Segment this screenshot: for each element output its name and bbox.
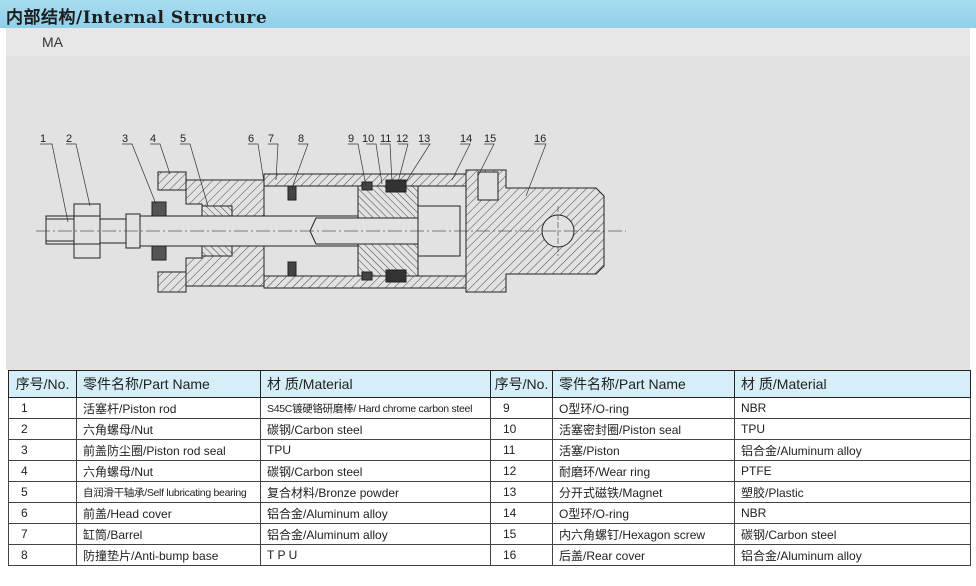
row-material: TPU bbox=[260, 439, 491, 461]
row-part: 六角螺母/Nut bbox=[76, 418, 261, 440]
row-material: 碳钢/Carbon steel bbox=[260, 418, 491, 440]
row-material: 铝合金/Aluminum alloy bbox=[734, 439, 971, 461]
table-row: 6 前盖/Head cover 铝合金/Aluminum alloy 14 O型… bbox=[8, 502, 971, 524]
table-row: 4 六角螺母/Nut 碳钢/Carbon steel 12 耐磨环/Wear r… bbox=[8, 460, 971, 482]
row-no: 7 bbox=[8, 523, 77, 545]
row-part: 前盖防尘圈/Piston rod seal bbox=[76, 439, 261, 461]
row-no: 14 bbox=[490, 502, 553, 524]
rear-cover bbox=[465, 169, 605, 293]
cylinder-diagram: 1 2 3 4 5 6 7 8 9 10 11 12 13 14 15 16 bbox=[6, 56, 970, 370]
callout-6: 6 bbox=[248, 133, 254, 145]
header-material-left: 材 质/Material bbox=[260, 370, 491, 398]
row-no: 6 bbox=[8, 502, 77, 524]
cylinder-cross-section: 1 2 3 4 5 6 7 8 9 10 11 12 13 14 15 16 bbox=[36, 133, 626, 293]
row-no: 10 bbox=[490, 418, 553, 440]
row-no: 3 bbox=[8, 439, 77, 461]
header-no-left: 序号/No. bbox=[8, 370, 77, 398]
row-no: 2 bbox=[8, 418, 77, 440]
row-part: 内六角螺钉/Hexagon screw bbox=[552, 523, 735, 545]
callout-12: 12 bbox=[396, 133, 408, 145]
row-material: 铝合金/Aluminum alloy bbox=[734, 544, 971, 566]
row-material: NBR bbox=[734, 502, 971, 524]
callout-1: 1 bbox=[40, 133, 46, 145]
table-header-row: 序号/No. 零件名称/Part Name 材 质/Material 序号/No… bbox=[8, 370, 971, 398]
row-part: 缸筒/Barrel bbox=[76, 523, 261, 545]
callout-11: 11 bbox=[380, 133, 391, 145]
row-material: 碳钢/Carbon steel bbox=[260, 460, 491, 482]
row-no: 1 bbox=[8, 397, 77, 419]
row-part: O型环/O-ring bbox=[552, 502, 735, 524]
header-part-right: 零件名称/Part Name bbox=[552, 370, 735, 398]
header-no-right: 序号/No. bbox=[490, 370, 553, 398]
row-no: 13 bbox=[490, 481, 553, 503]
row-part: 自润滑干轴承/Self lubricating bearing bbox=[76, 481, 261, 503]
row-no: 9 bbox=[490, 397, 553, 419]
row-part: 六角螺母/Nut bbox=[76, 460, 261, 482]
rod-thread bbox=[45, 215, 75, 245]
row-part: 耐磨环/Wear ring bbox=[552, 460, 735, 482]
page-title: 内部结构/Internal Structure bbox=[6, 8, 268, 28]
row-material: NBR bbox=[734, 397, 971, 419]
table-row: 3 前盖防尘圈/Piston rod seal TPU 11 活塞/Piston… bbox=[8, 439, 971, 461]
callout-5: 5 bbox=[180, 133, 186, 145]
callout-13: 13 bbox=[418, 133, 430, 145]
callout-7: 7 bbox=[268, 133, 274, 145]
header-material-right: 材 质/Material bbox=[734, 370, 971, 398]
row-material: 碳钢/Carbon steel bbox=[734, 523, 971, 545]
parts-table-wrap: 序号/No. 零件名称/Part Name 材 质/Material 序号/No… bbox=[8, 370, 971, 576]
row-no: 15 bbox=[490, 523, 553, 545]
callout-9: 9 bbox=[348, 133, 354, 145]
row-no: 12 bbox=[490, 460, 553, 482]
front-nut-top bbox=[157, 171, 187, 191]
row-material: TPU bbox=[734, 418, 971, 440]
row-material: T P U bbox=[260, 544, 491, 566]
row-no: 4 bbox=[8, 460, 77, 482]
callout-3: 3 bbox=[122, 133, 128, 145]
row-part: 前盖/Head cover bbox=[76, 502, 261, 524]
row-material: PTFE bbox=[734, 460, 971, 482]
row-no: 8 bbox=[8, 544, 77, 566]
row-part: 活塞密封圈/Piston seal bbox=[552, 418, 735, 440]
table-row: 5 自润滑干轴承/Self lubricating bearing 复合材料/B… bbox=[8, 481, 971, 503]
callout-10: 10 bbox=[362, 133, 374, 145]
model-band: MA bbox=[6, 28, 970, 56]
table-row: 1 活塞杆/Piston rod S45C镀硬铬研磨棒/ Hard chrome… bbox=[8, 397, 971, 419]
row-part: 后盖/Rear cover bbox=[552, 544, 735, 566]
table-row: 8 防撞垫片/Anti-bump base T P U 16 后盖/Rear c… bbox=[8, 544, 971, 566]
row-material: 塑胶/Plastic bbox=[734, 481, 971, 503]
row-part: O型环/O-ring bbox=[552, 397, 735, 419]
callout-4: 4 bbox=[150, 133, 156, 145]
row-material: 铝合金/Aluminum alloy bbox=[260, 523, 491, 545]
row-part: 防撞垫片/Anti-bump base bbox=[76, 544, 261, 566]
row-material: 铝合金/Aluminum alloy bbox=[260, 502, 491, 524]
row-no: 16 bbox=[490, 544, 553, 566]
row-no: 11 bbox=[490, 439, 553, 461]
table-row: 7 缸筒/Barrel 铝合金/Aluminum alloy 15 内六角螺钉/… bbox=[8, 523, 971, 545]
row-no: 5 bbox=[8, 481, 77, 503]
callout-14: 14 bbox=[460, 133, 472, 145]
callout-2: 2 bbox=[66, 133, 72, 145]
callout-16: 16 bbox=[534, 133, 546, 145]
header-bar: 内部结构/Internal Structure bbox=[0, 0, 976, 28]
callout-15: 15 bbox=[484, 133, 496, 145]
row-material: 复合材料/Bronze powder bbox=[260, 481, 491, 503]
table-row: 2 六角螺母/Nut 碳钢/Carbon steel 10 活塞密封圈/Pist… bbox=[8, 418, 971, 440]
header-part-left: 零件名称/Part Name bbox=[76, 370, 261, 398]
row-part: 分开式磁铁/Magnet bbox=[552, 481, 735, 503]
model-label: MA bbox=[42, 34, 63, 50]
row-part: 活塞杆/Piston rod bbox=[76, 397, 261, 419]
callout-8: 8 bbox=[298, 133, 304, 145]
row-part: 活塞/Piston bbox=[552, 439, 735, 461]
row-material: S45C镀硬铬研磨棒/ Hard chrome carbon steel bbox=[260, 397, 491, 419]
parts-table: 序号/No. 零件名称/Part Name 材 质/Material 序号/No… bbox=[8, 370, 971, 566]
front-nut-bottom bbox=[157, 271, 187, 293]
